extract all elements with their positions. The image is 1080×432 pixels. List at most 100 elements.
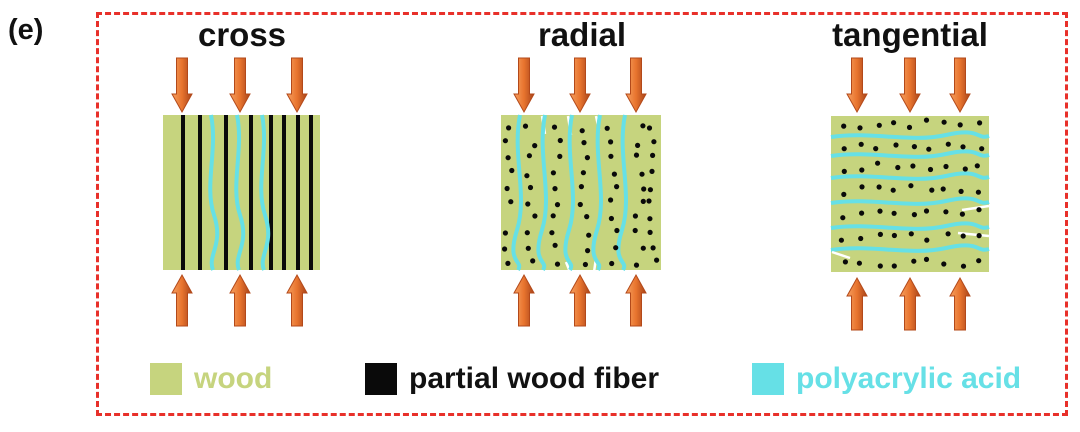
legend-item-polyacrylic-acid: polyacrylic acid: [752, 362, 1021, 396]
radial-fiber-dot: [647, 229, 653, 235]
tangential-fiber-dot: [910, 163, 916, 169]
tangential-paa-line: [830, 130, 990, 140]
tangential-fiber-dot: [857, 125, 863, 131]
tangential-fiber-dot: [876, 122, 882, 128]
tangential-fiber-dot: [940, 186, 946, 192]
radial-arrow-bottom-1-shape: [569, 273, 591, 327]
tangential-fiber-dot: [945, 231, 951, 237]
tangential-fiber-dot: [975, 189, 982, 195]
radial-fiber-dot: [635, 142, 641, 148]
radial-paa-line: [511, 114, 524, 272]
radial-fiber-dot: [582, 261, 589, 268]
tangential-fiber-dot: [943, 163, 949, 170]
radial-fiber-dot: [613, 245, 619, 251]
radial-fiber-dot: [650, 245, 656, 251]
radial-fiber-dot: [649, 168, 655, 174]
tangential-fiber-dot: [926, 146, 932, 152]
cross-arrow-top-1: [229, 57, 251, 114]
cross-fiber-line: [309, 115, 313, 270]
tangential-fiber-dot: [958, 188, 964, 194]
panel-label: (e): [8, 14, 44, 46]
radial-fiber-dot: [525, 201, 531, 207]
tangential-fiber-dot: [923, 117, 930, 123]
tangential-arrow-top-2-shape: [949, 57, 971, 114]
radial-fiber-dot: [506, 125, 512, 131]
radial-fiber-dot: [551, 124, 558, 130]
radial-paa-line: [616, 114, 629, 272]
radial-fiber-dot: [608, 215, 615, 222]
cross-fiber-line: [249, 115, 253, 270]
cross-arrow-top-0: [171, 57, 193, 114]
tangential-arrow-bottom-1-shape: [899, 276, 921, 331]
radial-fiber-dot: [530, 258, 536, 264]
tangential-arrow-bottom-2-shape: [949, 276, 971, 331]
radial-fiber-dot: [640, 198, 646, 204]
tangential-fiber-dot: [976, 233, 982, 239]
cross-arrow-bottom-1-shape: [229, 273, 251, 327]
radial-fiber-dot: [650, 152, 656, 158]
radial-wood-block: [501, 115, 661, 270]
radial-fiber-dot: [632, 213, 639, 219]
radial-fiber-dot: [554, 202, 561, 208]
tangential-fiber-dot: [911, 212, 918, 218]
radial-fiber-dot: [504, 185, 510, 192]
radial-fiber-dot: [584, 155, 591, 161]
radial-arrow-bottom-0-shape: [513, 273, 535, 327]
radial-arrow-top-2-shape: [625, 57, 647, 114]
radial-arrow-top-1: [569, 57, 591, 114]
tangential-fiber-dot: [911, 258, 917, 264]
title-cross: cross: [197, 16, 287, 53]
radial-fiber-dot: [640, 245, 646, 251]
tangential-fiber-dot: [841, 146, 847, 152]
radial-fiber-dot: [646, 125, 653, 131]
tangential-fiber-dot: [842, 259, 849, 265]
tangential-fiber-dot: [858, 141, 864, 147]
tangential-fiber-dot: [890, 187, 896, 193]
tangential-fiber-dot: [941, 261, 947, 267]
tangential-fiber-dot: [858, 235, 864, 242]
tangential-fiber-dot: [962, 166, 968, 172]
tangential-fiber-dot: [959, 211, 966, 217]
tangential-crack-line: [831, 250, 851, 260]
tangential-fiber-dot: [960, 144, 966, 150]
radial-fiber-dot: [641, 186, 647, 192]
tangential-fiber-dot: [923, 208, 930, 214]
tangential-fiber-dot: [893, 142, 899, 148]
radial-fiber-dot: [552, 186, 558, 192]
radial-arrow-top-0: [513, 57, 535, 114]
cross-paa-line: [208, 114, 220, 271]
tangential-fiber-dot: [841, 168, 847, 174]
legend-label-partial-wood-fiber: partial wood fiber: [409, 362, 660, 395]
radial-fiber-dot: [502, 138, 508, 144]
radial-fiber-dot: [532, 213, 538, 219]
tangential-paa-line: [830, 243, 990, 253]
radial-fiber-dot: [651, 139, 657, 145]
cross-arrow-top-2-shape: [286, 57, 308, 114]
tangential-fiber-dot: [943, 209, 949, 215]
radial-fiber-dot: [614, 184, 620, 190]
tangential-fiber-dot: [976, 207, 982, 213]
radial-arrow-bottom-1: [569, 273, 591, 327]
tangential-crack-line: [961, 204, 990, 212]
radial-arrow-bottom-0: [513, 273, 535, 327]
tangential-arrow-bottom-2: [949, 276, 971, 331]
tangential-fiber-dot: [891, 232, 898, 239]
tangential-fiber-dot: [941, 119, 947, 125]
tangential-fiber-dot: [838, 237, 845, 243]
cross-arrow-bottom-1: [229, 273, 251, 327]
cross-paa-line: [259, 114, 271, 271]
tangential-fiber-dot: [908, 183, 914, 189]
radial-fiber-dot: [609, 260, 615, 267]
cross-arrow-bottom-0: [171, 273, 193, 327]
legend-swatch-polyacrylic-acid: [752, 363, 784, 395]
tangential-fiber-dot: [923, 256, 930, 262]
radial-fiber-dot: [577, 201, 583, 208]
tangential-fiber-dot: [927, 166, 934, 173]
tangential-fiber-dot: [960, 263, 967, 269]
radial-fiber-dot: [579, 128, 585, 134]
radial-paa-line: [563, 114, 576, 272]
radial-fiber-dot: [550, 170, 557, 176]
tangential-fiber-dot: [891, 263, 897, 269]
radial-fiber-dot: [524, 173, 530, 179]
dashed-frame: [96, 12, 1068, 416]
